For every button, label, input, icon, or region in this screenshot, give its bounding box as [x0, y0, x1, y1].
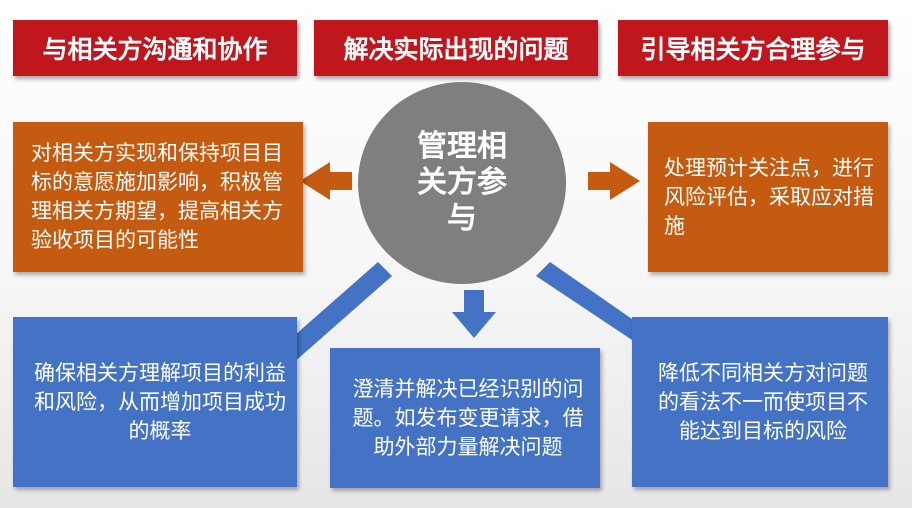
banner-guide-participation: 引导相关方合理参与	[618, 20, 888, 76]
box-ensure-understanding: 确保相关方理解项目的利益和风险，从而增加项目成功的概率	[13, 317, 297, 487]
arrow-left	[300, 162, 352, 200]
box-reduce-risk: 降低不同相关方对问题的看法不一而使项目不能达到目标的风险	[632, 317, 888, 487]
box-clarify-resolve: 澄清并解决已经识别的问题。如发布变更请求，借助外部力量解决问题	[330, 348, 600, 488]
box-bottom-middle-text: 澄清并解决已经识别的问题。如发布变更请求，借助外部力量解决问题	[352, 376, 584, 459]
banner-communicate-collaborate: 与相关方沟通和协作	[13, 20, 297, 76]
box-influence-stakeholders: 对相关方实现和保持项目目标的意愿施加影响，积极管理相关方期望，提高相关方验收项目…	[13, 122, 303, 272]
box-left-text: 对相关方实现和保持项目目标的意愿施加影响，积极管理相关方期望，提高相关方验收项目…	[31, 141, 283, 252]
box-right-text: 处理预计关注点，进行风险评估，采取应对措施	[664, 155, 874, 238]
banner-resolve-issues: 解决实际出现的问题	[314, 20, 598, 76]
arrow-right	[588, 162, 640, 200]
center-circle: 管理相关方参与	[358, 82, 566, 284]
box-bottom-right-text: 降低不同相关方对问题的看法不一而使项目不能达到目标的风险	[658, 360, 868, 443]
arrow-down	[452, 290, 496, 338]
box-bottom-left-text: 确保相关方理解项目的利益和风险，从而增加项目成功的概率	[34, 360, 286, 443]
box-risk-assessment: 处理预计关注点，进行风险评估，采取应对措施	[648, 122, 888, 272]
center-label: 管理相关方参与	[417, 129, 507, 236]
